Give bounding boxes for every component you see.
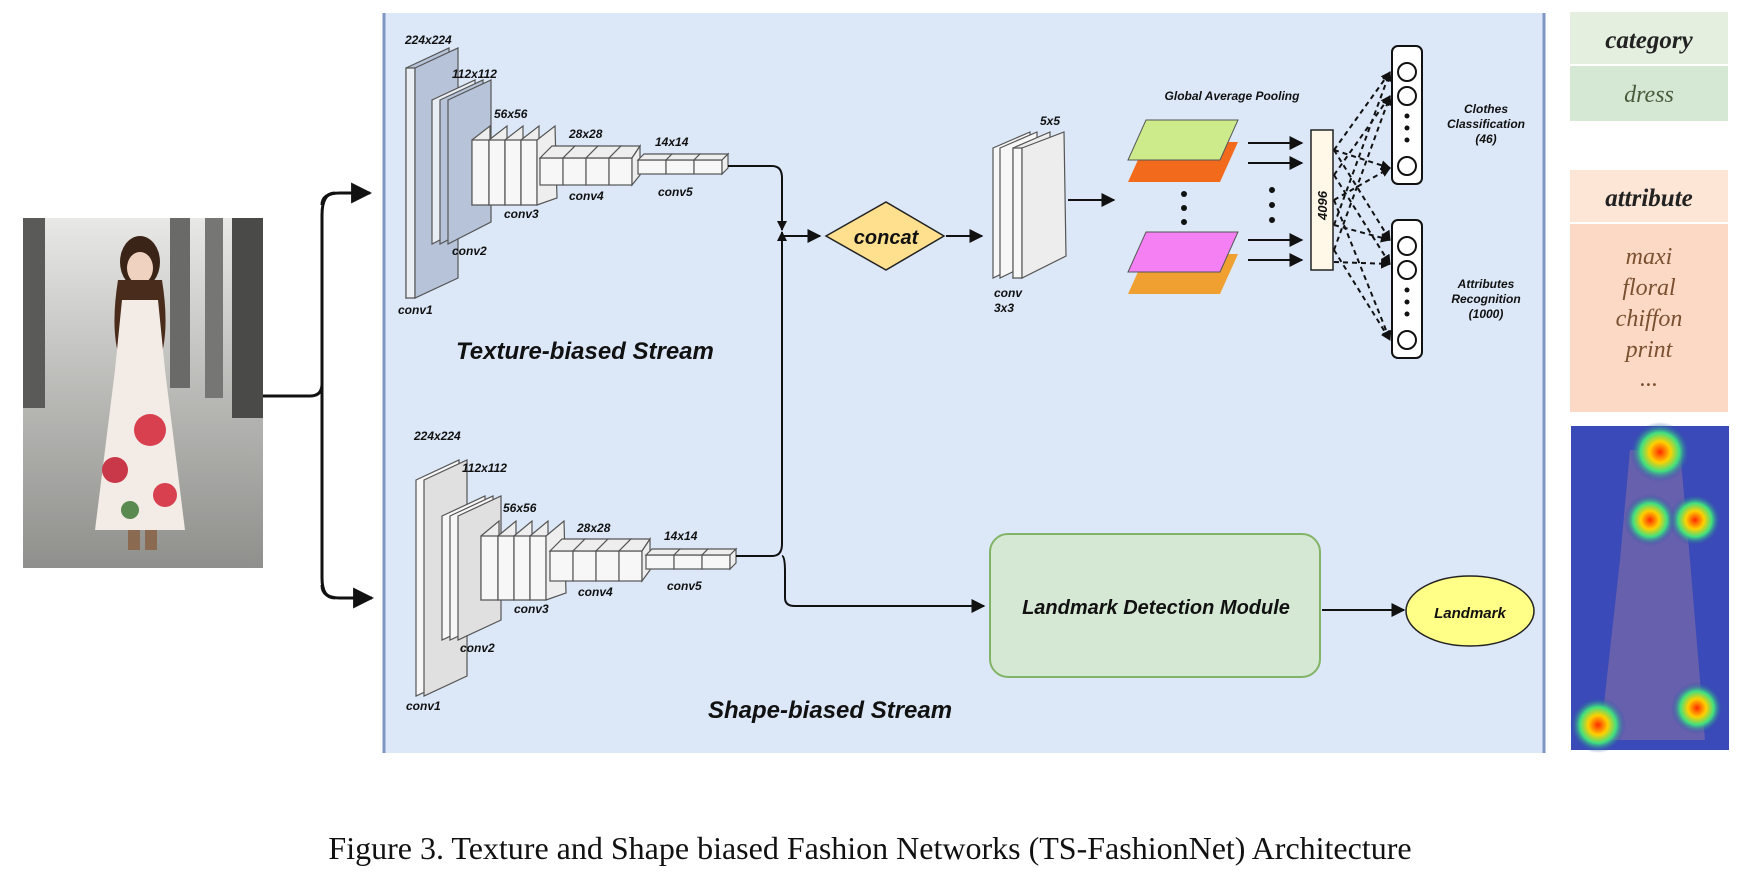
- texture-conv1-label: conv1: [398, 303, 433, 317]
- global-average-pooling: Global Average Pooling: [1127, 89, 1301, 294]
- landmark-output: Landmark: [1405, 575, 1535, 647]
- clothes-label-2: Classification: [1447, 117, 1525, 131]
- texture-stream: 224x224 112x112 56x56 28x28 14x14 conv1 …: [398, 33, 730, 365]
- input-photo: [23, 218, 263, 568]
- attributes-label-2: Recognition: [1451, 292, 1520, 306]
- fc-label: 4096: [1315, 190, 1330, 221]
- texture-size-28: 28x28: [568, 127, 603, 141]
- shape-size-112: 112x112: [462, 461, 507, 475]
- landmark-detection-module: Landmark Detection Module: [989, 533, 1321, 678]
- figure-caption: Figure 3. Texture and Shape biased Fashi…: [328, 830, 1412, 866]
- network-panel: [383, 13, 1545, 753]
- fc-layer: 4096: [1310, 129, 1334, 271]
- shape-conv4-block: [548, 537, 652, 583]
- texture-conv5-label: conv5: [658, 185, 693, 199]
- attribute-value: ...: [1640, 366, 1658, 392]
- texture-conv5-block: [636, 152, 730, 176]
- attributes-label-1: Attributes: [1457, 277, 1515, 291]
- texture-conv4-block: [538, 144, 642, 187]
- concat-label: concat: [854, 227, 920, 249]
- shape-conv5-label: conv5: [667, 579, 702, 593]
- gap-label: Global Average Pooling: [1165, 89, 1301, 103]
- landmark-heatmap-image: [1570, 422, 1729, 753]
- category-value: dress: [1624, 82, 1674, 108]
- shape-conv5-block: [644, 547, 738, 571]
- attribute-value: maxi: [1626, 244, 1673, 270]
- landmark-module-label: Landmark Detection Module: [1022, 597, 1290, 619]
- clothes-label-1: Clothes: [1464, 102, 1508, 116]
- category-result: category dress: [1570, 12, 1728, 121]
- clothes-label-3: (46): [1475, 132, 1496, 146]
- concat-node: concat: [824, 201, 946, 271]
- shape-conv3-label: conv3: [514, 602, 549, 616]
- attributes-label-3: (1000): [1469, 307, 1504, 321]
- attribute-result: attribute maxi floral chiffon print ...: [1570, 170, 1728, 412]
- category-header: category: [1605, 27, 1693, 54]
- texture-conv3-label: conv3: [504, 207, 539, 221]
- gap-to-fc-arrows: [1248, 136, 1304, 267]
- shape-conv2-block: [441, 495, 502, 641]
- shape-size-56: 56x56: [503, 501, 537, 515]
- input-arrows: [263, 182, 375, 609]
- fc-dashed-connections: [1333, 71, 1392, 341]
- attributes-output-neurons: [1391, 219, 1423, 359]
- texture-conv2-label: conv2: [452, 244, 487, 258]
- shape-conv3-block: [480, 519, 567, 601]
- shape-conv1-label: conv1: [406, 699, 441, 713]
- shape-stream-title: Shape-biased Stream: [708, 697, 952, 724]
- shape-conv4-label: conv4: [578, 585, 613, 599]
- shape-stream: 224x224 112x112 56x56 28x28 14x14 conv1 …: [406, 429, 952, 724]
- shape-size-224: 224x224: [413, 429, 461, 443]
- landmark-label: Landmark: [1434, 605, 1506, 622]
- fusion-conv-kernel: 3x3: [994, 301, 1014, 315]
- shape-conv2-label: conv2: [460, 641, 495, 655]
- attribute-value: chiffon: [1616, 306, 1683, 332]
- texture-conv4-label: conv4: [569, 189, 604, 203]
- attribute-value: floral: [1622, 275, 1676, 301]
- stream-connections: [728, 165, 986, 613]
- texture-size-14: 14x14: [655, 135, 689, 149]
- texture-size-56: 56x56: [494, 107, 528, 121]
- texture-size-112: 112x112: [452, 67, 497, 81]
- attribute-header: attribute: [1605, 185, 1693, 212]
- fusion-conv-size: 5x5: [1040, 114, 1060, 128]
- texture-stream-title: Texture-biased Stream: [456, 338, 714, 365]
- fusion-conv-label: conv: [994, 286, 1023, 300]
- clothes-output-neurons: [1391, 45, 1423, 185]
- attribute-value: print: [1624, 337, 1674, 363]
- shape-size-28: 28x28: [576, 521, 611, 535]
- shape-size-14: 14x14: [664, 529, 698, 543]
- texture-size-224: 224x224: [404, 33, 452, 47]
- fusion-conv-block: [992, 131, 1067, 279]
